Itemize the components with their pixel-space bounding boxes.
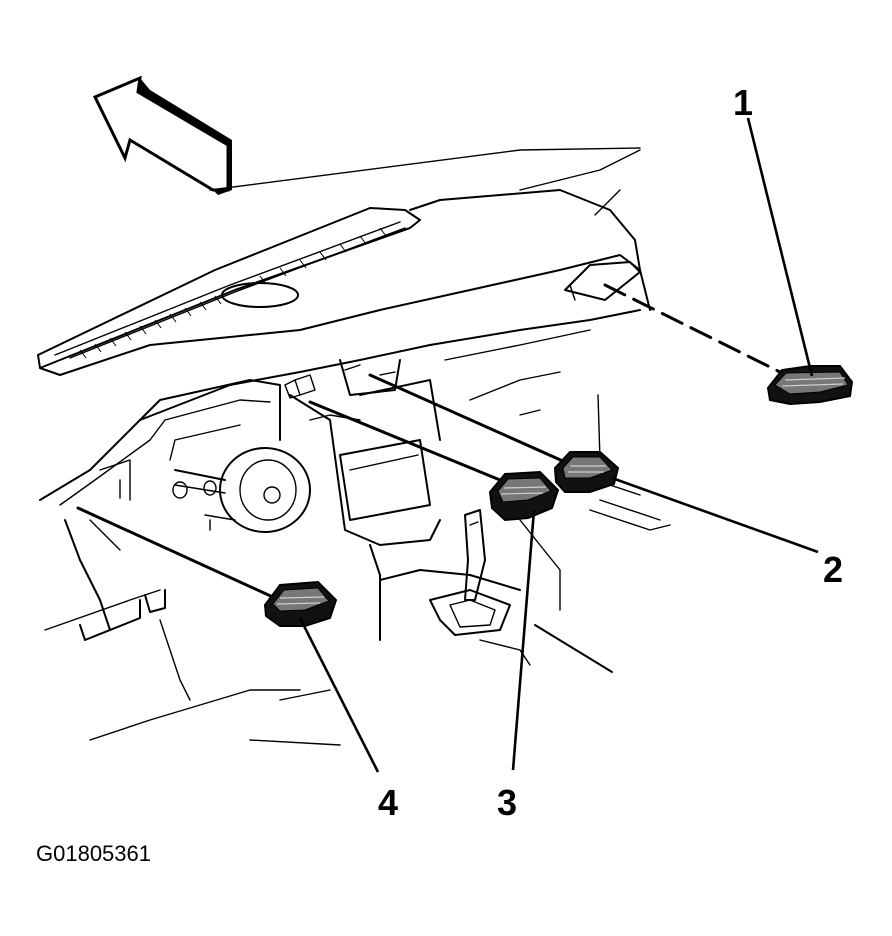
air-outlet-3 <box>488 470 560 522</box>
front-direction-arrow-icon <box>92 75 232 195</box>
air-outlet-1 <box>766 365 854 406</box>
callout-1-label: 1 <box>733 82 753 123</box>
air-outlet-2 <box>553 451 620 493</box>
callout-leaders <box>298 117 819 773</box>
instrument-panel <box>37 147 671 746</box>
figure-id: G01805361 <box>36 841 151 866</box>
alignment-lines <box>76 283 782 600</box>
callout-4-label: 4 <box>378 782 398 823</box>
air-outlet-4 <box>263 580 338 627</box>
callout-3-label: 3 <box>497 782 517 823</box>
callout-2-label: 2 <box>823 549 843 590</box>
